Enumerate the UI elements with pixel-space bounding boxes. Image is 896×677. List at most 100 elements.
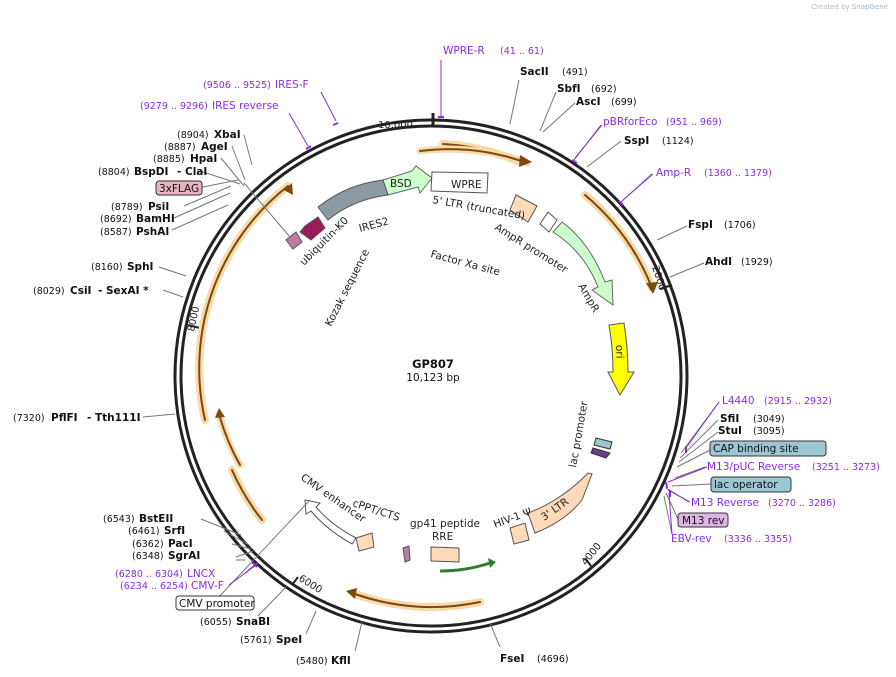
- cmv-promoter-box: [175, 595, 255, 611]
- enzyme-ahdi-name: AhdI: [705, 256, 732, 268]
- enzyme-agei-name: AgeI: [201, 141, 228, 153]
- cap-binding-site-label: CAP binding site: [713, 443, 799, 455]
- feature-cap-site: [590, 447, 611, 459]
- feature-lac-promoter-label: lac promoter: [567, 400, 591, 469]
- primer-m13-puc-rev-label: M13/pUC Reverse: [707, 461, 800, 473]
- leader-line: [656, 225, 688, 241]
- primer-mark: [332, 122, 339, 126]
- orf-arc-left-upper-core: [198, 185, 289, 421]
- feature-ampr-arrow: [552, 221, 614, 307]
- leader-line: [142, 413, 176, 418]
- enzyme-sgrai-name: SgrAI: [168, 550, 200, 562]
- primer-mark: [571, 159, 578, 164]
- enzyme-pflfi-pos: (7320): [13, 413, 45, 424]
- primer-amp-r-label: Amp-R: [656, 167, 691, 179]
- enzyme-pflfi-dash: -: [87, 412, 91, 424]
- primer-m13-reverse-label: M13 Reverse: [691, 497, 759, 509]
- enzyme-snabi-pos: (6055): [200, 617, 232, 628]
- leader-line: [678, 431, 719, 463]
- feature-ubiquitin-label: ubiquitin-K0: [298, 215, 351, 268]
- leader-line: [243, 134, 253, 166]
- primer-pbrforeco-pos: (951 .. 969): [666, 117, 722, 128]
- primer-m13-puc-rev-pos: (3251 .. 3273): [812, 462, 880, 473]
- primer-line: [288, 112, 309, 147]
- leader-line: [663, 495, 673, 535]
- snapgene-credit: Created by SnapGene: [811, 3, 888, 11]
- lac-operator-box: [710, 476, 792, 493]
- feature-cmv-enhancer-arrow: [304, 499, 357, 545]
- tick-label-8000: 8000: [186, 305, 202, 332]
- enzyme-hpai-name: HpaI: [190, 153, 217, 165]
- feature-ori-arrow: [607, 322, 635, 397]
- orf-arc-bottom-core: [354, 593, 481, 609]
- enzyme-asci-name: AscI: [576, 96, 601, 108]
- enzyme-psii-name: PsiI: [148, 201, 169, 213]
- enzyme-bamhi-name: BamHI: [136, 213, 175, 225]
- enzyme-clai-name: ClaI: [185, 166, 207, 178]
- primer-line: [668, 492, 673, 535]
- enzyme-asci-pos: (699): [611, 97, 637, 108]
- enzyme-sacii-pos: (491): [562, 67, 588, 78]
- primer-line: [620, 173, 653, 203]
- orf-arc-ampr-core: [584, 194, 653, 289]
- feature-rre-label: RRE: [432, 531, 453, 543]
- orf-arrowhead: [346, 588, 357, 599]
- primer-wpre-r-pos: (41 .. 61): [500, 46, 544, 57]
- primer-lines: [228, 60, 720, 586]
- tick-label-10000: 10,000: [378, 120, 413, 131]
- leader-line: [669, 262, 705, 278]
- enzyme-sspi-name: SspI: [624, 135, 649, 147]
- leader-line: [162, 289, 184, 298]
- enzyme-sphi-pos: (8160): [91, 262, 123, 273]
- primer-line: [685, 401, 720, 449]
- primer-m13-reverse-pos: (3270 .. 3286): [768, 498, 836, 509]
- tick-label-6000: 6000: [296, 573, 323, 596]
- enzyme-bspdi-pos: (8804): [98, 167, 130, 178]
- enzyme-fspi-name: FspI: [688, 219, 713, 231]
- primer-l4440-label: L4440: [722, 395, 755, 407]
- primer-amp-r-pos: (1360 .. 1379): [704, 168, 772, 179]
- enzyme-spei-pos: (5761): [240, 635, 272, 646]
- primer-cmv-f-label: CMV-F: [191, 580, 224, 592]
- enzyme-kfli-pos: (5480): [296, 656, 328, 667]
- feature-kozak-box: [285, 231, 303, 250]
- leader-line: [200, 518, 242, 536]
- leader-line: [674, 466, 706, 479]
- enzyme-csii-name: CsiI: [70, 285, 91, 297]
- enzyme-xbai-pos: (8904): [177, 130, 209, 141]
- plasmid-length: 10,123 bp: [406, 372, 460, 384]
- enzyme-paci-pos: (6362): [132, 539, 164, 550]
- enzyme-bspdi-name: BspDI: [134, 166, 168, 178]
- primer-mark: [305, 145, 312, 150]
- feature-ltr3-box: [527, 472, 593, 534]
- leader-line: [231, 543, 252, 550]
- primer-ires-reverse-pos: (9279 .. 9296): [140, 101, 208, 112]
- leader-line: [220, 157, 245, 187]
- primer-ebv-rev-label: EBV-rev: [671, 533, 712, 545]
- enzyme-fsei-pos: (4696): [537, 654, 569, 665]
- leader-line: [231, 145, 246, 181]
- enzyme-srfi-pos: (6461): [128, 526, 160, 537]
- enzyme-spei-name: SpeI: [276, 634, 302, 646]
- primer-line: [320, 91, 337, 122]
- tick-mark: [584, 557, 592, 567]
- enzyme-pshai-name: PshAI: [136, 226, 169, 238]
- leader-line: [489, 622, 501, 648]
- leader-line: [199, 170, 241, 185]
- enzyme-psii-pos: (8789): [111, 202, 143, 213]
- enzyme-sacii-name: SacII: [520, 66, 549, 78]
- primer-cmv-f-pos: (6234 .. 6254): [120, 581, 188, 592]
- plasmid-name: GP807: [412, 357, 454, 371]
- primer-line: [573, 124, 602, 161]
- primer-ires-f-pos: (9506 .. 9525): [203, 80, 271, 91]
- feature-ubiquitin-arrow: [317, 179, 389, 221]
- cap-binding-site-box: [709, 440, 827, 457]
- leader-line: [539, 91, 557, 132]
- orf-arrowhead: [215, 408, 225, 418]
- orf-arc-left-upper: [195, 182, 292, 424]
- leader-line: [676, 448, 713, 468]
- feature-gp41-label: gp41 peptide: [410, 518, 480, 530]
- leader-line: [586, 140, 622, 168]
- primer-l4440-pos: (2915 .. 2932): [764, 396, 832, 407]
